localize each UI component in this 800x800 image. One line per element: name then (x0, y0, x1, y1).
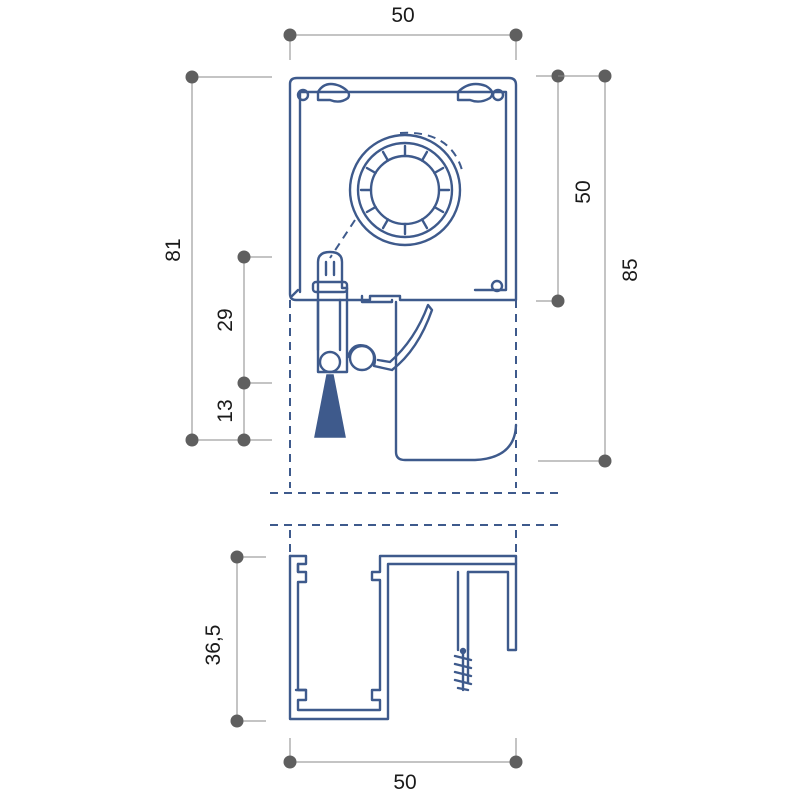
dimension-dot (598, 454, 612, 468)
screw-icon (453, 647, 473, 692)
dimension-right-total: 85 (538, 69, 642, 468)
tube-tooth (433, 205, 445, 214)
dimension-label-left-upper: 29 (214, 308, 237, 331)
clip-hook (346, 294, 434, 372)
screw-hole (490, 279, 504, 293)
dimension-dot (551, 294, 565, 308)
dimension-label-bottom-height: 36,5 (202, 625, 225, 666)
dimension-dot (185, 70, 199, 84)
tube-tooth (365, 166, 377, 175)
dimension-dot (509, 755, 523, 769)
guide-lines (270, 300, 560, 552)
dimension-top-width: 50 (283, 4, 523, 60)
dimension-bottom-height: 36,5 (202, 550, 266, 728)
tube-tooth (420, 150, 429, 162)
pull-weight (314, 374, 346, 438)
mounting-profile (288, 554, 518, 721)
dimension-dot (598, 69, 612, 83)
tube-tooth (365, 205, 377, 214)
bottom-bar (311, 250, 349, 438)
dimension-dot (283, 755, 297, 769)
dimension-left-upper: 29 13 (214, 250, 272, 447)
dimension-label-right-total: 85 (619, 258, 642, 281)
dimension-label-left-lower: 13 (214, 399, 237, 422)
dimension-dot (230, 550, 244, 564)
dimension-label-right-inner: 50 (572, 180, 595, 203)
tube-tooth (381, 218, 390, 230)
tube-tooth (420, 218, 429, 230)
dimension-dot (230, 714, 244, 728)
dimension-dot (237, 433, 251, 447)
dimension-bottom-width: 50 (283, 738, 523, 794)
dimension-dot (509, 28, 523, 42)
screw-hole (296, 88, 310, 102)
tube-tooth (381, 150, 390, 162)
dimension-dot (237, 250, 251, 264)
dimension-dot (283, 28, 297, 42)
dimension-right-inner: 50 (536, 69, 595, 308)
dimension-label-bottom-width: 50 (393, 771, 416, 794)
dimension-dot (185, 433, 199, 447)
tube-tooth (433, 166, 445, 175)
roller-tube (329, 131, 463, 259)
screw-hole (491, 88, 505, 102)
dimension-label-left-total: 81 (162, 238, 185, 261)
dimension-left-total: 81 (162, 70, 272, 447)
dimension-dot (237, 376, 251, 390)
cassette-cover (394, 300, 518, 462)
dimension-label-top-width: 50 (391, 4, 414, 27)
headrail-profile (288, 76, 518, 302)
